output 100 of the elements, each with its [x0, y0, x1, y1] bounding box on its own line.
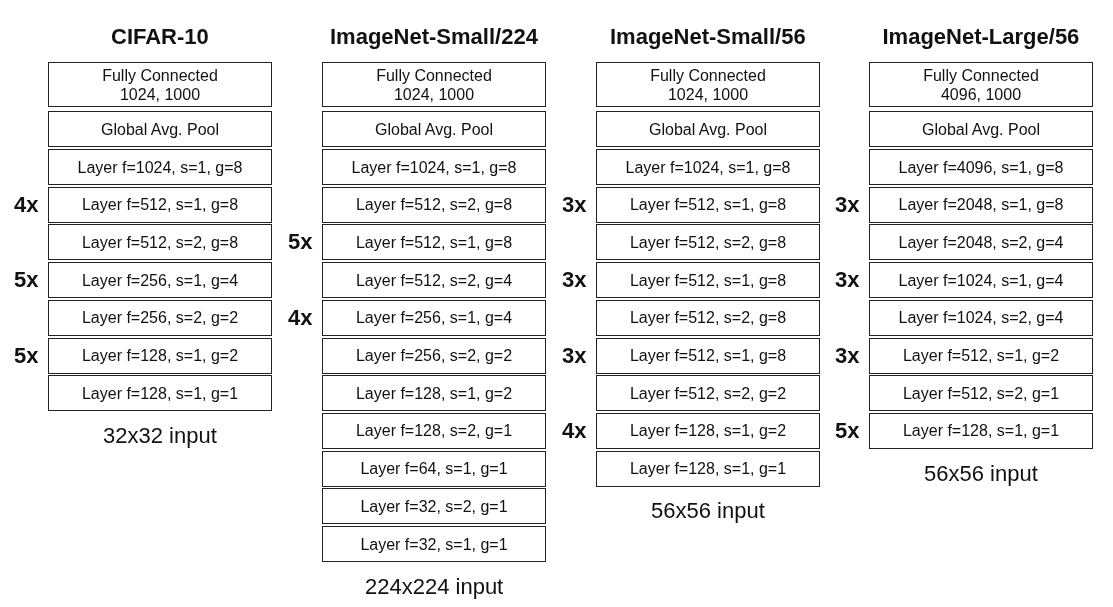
column-title: ImageNet-Small/56	[610, 24, 806, 50]
layer-label: Fully Connected 1024, 1000	[375, 65, 493, 104]
layer-box	[596, 450, 820, 487]
layer-label: Layer f=512, s=1, g=8	[629, 270, 787, 290]
layer-label: Layer f=256, s=1, g=4	[81, 270, 239, 290]
repeat-count: 5x	[14, 343, 39, 368]
layer-box	[322, 488, 546, 525]
layer-box	[869, 224, 1093, 261]
layer-label: Layer f=512, s=1, g=8	[629, 195, 787, 215]
repeat-count: 5x	[14, 268, 39, 293]
layer-box	[596, 111, 820, 147]
repeat-count: 4x	[288, 305, 313, 330]
layer-box	[596, 224, 820, 261]
layer-label: Global Avg. Pool	[375, 119, 493, 139]
layer-box	[596, 149, 820, 185]
layer-box	[596, 299, 820, 336]
layer-label: Layer f=4096, s=1, g=8	[898, 157, 1064, 177]
repeat-count: 3x	[562, 343, 587, 368]
layer-box	[322, 337, 546, 374]
layer-label: Layer f=1024, s=1, g=8	[351, 157, 517, 177]
layer-box	[322, 186, 546, 223]
layer-label: Layer f=128, s=1, g=2	[81, 346, 239, 365]
layer-label: Layer f=512, s=1, g=2	[902, 346, 1060, 365]
layer-label: Layer f=64, s=1, g=1	[360, 459, 508, 479]
layer-label: Layer f=512, s=2, g=8	[355, 195, 513, 215]
layer-box	[48, 375, 272, 412]
layer-label: Layer f=512, s=2, g=8	[81, 232, 239, 252]
layer-box	[48, 186, 272, 223]
layer-box	[596, 337, 820, 374]
layer-box	[869, 262, 1093, 299]
repeat-count: 3x	[835, 343, 860, 368]
layer-label: Layer f=512, s=2, g=4	[355, 270, 513, 290]
layer-label: Layer f=2048, s=2, g=4	[898, 232, 1064, 252]
layer-label: Layer f=128, s=2, g=1	[355, 421, 513, 441]
layer-label: Layer f=128, s=1, g=1	[81, 383, 239, 403]
layer-box	[322, 450, 546, 487]
layer-box	[869, 149, 1093, 185]
layer-label: Fully Connected 1024, 1000	[649, 65, 767, 104]
repeat-count: 5x	[288, 230, 313, 255]
layer-box	[322, 111, 546, 147]
layer-box	[869, 111, 1093, 147]
layer-box	[48, 299, 272, 336]
repeat-count: 3x	[562, 192, 587, 217]
layer-label: Layer f=128, s=1, g=1	[629, 459, 787, 479]
repeat-count: 3x	[562, 268, 587, 293]
layer-box	[322, 224, 546, 261]
repeat-count: 5x	[835, 418, 860, 443]
repeat-count: 4x	[14, 192, 39, 217]
layer-label: Layer f=1024, s=1, g=4	[898, 270, 1064, 290]
layer-label: Layer f=1024, s=2, g=4	[898, 308, 1064, 328]
layer-label: Layer f=512, s=2, g=2	[629, 383, 787, 403]
layer-box	[869, 62, 1093, 107]
layer-label: Global Avg. Pool	[922, 119, 1040, 139]
layer-label: Layer f=2048, s=1, g=8	[898, 195, 1064, 215]
layer-label: Layer f=128, s=1, g=2	[629, 421, 787, 441]
layer-label: Layer f=512, s=2, g=8	[629, 308, 787, 328]
repeat-count: 4x	[562, 418, 587, 443]
layer-box	[596, 62, 820, 107]
layer-label: Layer f=256, s=2, g=2	[81, 308, 239, 328]
repeat-count: 3x	[835, 268, 860, 293]
layer-box	[48, 262, 272, 299]
layer-box	[596, 412, 820, 449]
layer-box	[596, 375, 820, 412]
input-caption: 56x56 input	[924, 460, 1038, 487]
layer-label: Layer f=512, s=1, g=8	[629, 346, 787, 365]
layer-label: Layer f=512, s=2, g=1	[902, 383, 1060, 403]
layer-label: Layer f=128, s=1, g=1	[902, 421, 1060, 441]
layer-box	[869, 375, 1093, 412]
layer-label: Layer f=512, s=2, g=8	[629, 232, 787, 252]
layer-box	[48, 62, 272, 107]
layer-label: Layer f=256, s=1, g=4	[355, 308, 513, 328]
layer-label: Layer f=32, s=1, g=1	[360, 534, 508, 554]
layer-box	[869, 299, 1093, 336]
layer-label: Layer f=512, s=1, g=8	[355, 232, 513, 252]
layer-label: Global Avg. Pool	[101, 119, 219, 139]
layer-box	[48, 337, 272, 374]
layer-box	[48, 224, 272, 261]
layer-box	[322, 375, 546, 412]
column-title: CIFAR-10	[111, 24, 209, 50]
repeat-count: 3x	[835, 192, 860, 217]
layer-label: Layer f=128, s=1, g=2	[355, 383, 513, 403]
layer-label: Fully Connected 1024, 1000	[101, 65, 219, 104]
layer-label: Layer f=512, s=1, g=8	[81, 195, 239, 215]
layer-label: Layer f=32, s=2, g=1	[360, 496, 508, 516]
layer-box	[869, 337, 1093, 374]
layer-box	[322, 526, 546, 562]
layer-box	[48, 111, 272, 147]
column-title: ImageNet-Small/224	[330, 24, 538, 50]
layer-box	[322, 262, 546, 299]
layer-box	[48, 149, 272, 185]
layer-label: Fully Connected 4096, 1000	[922, 65, 1040, 104]
layer-label: Layer f=1024, s=1, g=8	[77, 157, 243, 177]
layer-box	[869, 412, 1093, 449]
layer-box	[322, 149, 546, 185]
layer-box	[322, 299, 546, 336]
layer-box	[596, 262, 820, 299]
layer-label: Layer f=1024, s=1, g=8	[625, 157, 791, 177]
column-title: ImageNet-Large/56	[882, 24, 1080, 50]
input-caption: 56x56 input	[651, 498, 765, 525]
layer-box	[596, 186, 820, 223]
